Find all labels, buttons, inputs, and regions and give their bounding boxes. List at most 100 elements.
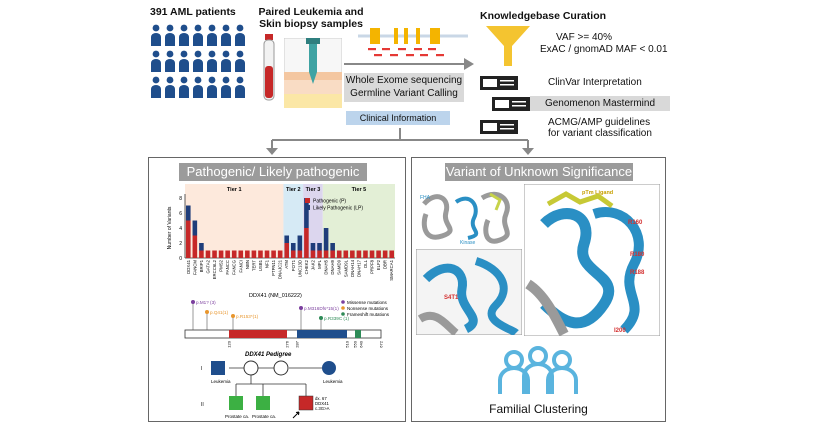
- genomenon-box: Genomenon Mastermind: [530, 96, 670, 111]
- domain-dead-box: [229, 330, 287, 338]
- skin-biopsy-icon: [284, 38, 342, 108]
- x-tick-label: DLL: [363, 259, 368, 267]
- bar-likely-pathogenic: [185, 205, 191, 221]
- person-icon: [208, 76, 216, 84]
- bar-likely-pathogenic: [192, 220, 198, 236]
- proband-gene-label: DDX41: [315, 401, 329, 406]
- person-body: [221, 59, 231, 72]
- x-tick-label: DNAH9: [330, 259, 335, 274]
- person-icon: [222, 76, 230, 84]
- person-body: [235, 59, 245, 72]
- legend-label: Likely Pathogenic (LP): [313, 206, 363, 212]
- fha-label: FHA: [420, 195, 431, 201]
- bar-pathogenic: [356, 250, 362, 258]
- mutation-label: p.R153*(1): [236, 314, 259, 319]
- vaf-filter: VAF >= 40%: [556, 32, 612, 43]
- proband-arrow-icon: [292, 411, 300, 419]
- kinase-label: Kinase: [460, 240, 476, 246]
- pedigree-leukemia-label: Leukemia: [323, 379, 343, 384]
- protein-structure-ligand-site: pTm Ligand R160 R180 R188 I200: [524, 184, 660, 336]
- x-tick-label: DNAH17: [356, 259, 361, 277]
- pedigree-prostate-label: Prostate ca.: [252, 414, 276, 419]
- clinical-info-box: Clinical Information: [346, 111, 450, 125]
- person-icon: [166, 50, 174, 58]
- person-body: [207, 59, 217, 72]
- clinvar-label: ClinVar Interpretation: [548, 77, 642, 88]
- person-icon: [222, 50, 230, 58]
- person-body: [193, 85, 203, 98]
- tier-label: Tier 5: [352, 187, 367, 193]
- bar-pathogenic: [192, 235, 198, 258]
- person-body: [221, 85, 231, 98]
- bar-pathogenic: [310, 250, 316, 258]
- y-tick-label: 4: [179, 226, 182, 232]
- funnel-icon: [486, 26, 530, 66]
- tier-label: Tier 1: [227, 187, 242, 193]
- bar-pathogenic: [245, 250, 250, 258]
- x-tick-label: PMS2: [219, 259, 224, 271]
- bar-pathogenic: [304, 228, 309, 258]
- x-tick-label: DNAJC21: [278, 259, 283, 279]
- person-icon: [152, 24, 160, 32]
- bar-pathogenic: [212, 250, 217, 258]
- person-body: [179, 33, 189, 46]
- bar-pathogenic: [277, 250, 283, 258]
- lollipop-legend-dot: [341, 312, 345, 316]
- proband-variant-label: c.3G>A: [315, 406, 330, 411]
- read-mark: [374, 54, 382, 57]
- bar-pathogenic: [343, 250, 349, 258]
- lollipop-tick-label: 510: [345, 340, 350, 347]
- wes-box: Whole Exome sequencing Germline Variant …: [344, 73, 464, 102]
- generation-label: I: [201, 366, 202, 372]
- bar-pathogenic: [199, 250, 204, 258]
- unaffected-female: [243, 360, 259, 376]
- person-icon: [194, 24, 202, 32]
- bar-pathogenic: [225, 250, 230, 258]
- person-body: [165, 85, 175, 98]
- x-tick-label: SAMD9: [337, 259, 342, 274]
- maf-filter: ExAC / gnomAD MAF < 0.01: [540, 44, 668, 55]
- r180-label: R180: [630, 252, 645, 258]
- mutation-label: p.Q41(1): [210, 310, 229, 315]
- person-icon: [236, 50, 244, 58]
- lollipop-gene-label: DDX41 (NM_016222): [249, 293, 302, 299]
- legend-swatch: [305, 205, 310, 210]
- read-mark: [436, 54, 444, 57]
- pedigree-title: DDX41 Pedigree: [245, 352, 292, 358]
- person-body: [235, 85, 245, 98]
- bar-pathogenic: [389, 250, 395, 258]
- x-tick-label: NBN: [245, 260, 250, 269]
- person-icon: [208, 50, 216, 58]
- person-icon: [166, 24, 174, 32]
- x-tick-label: POT1: [291, 259, 296, 271]
- person-body: [235, 33, 245, 46]
- x-tick-label: DBR: [383, 260, 388, 269]
- person-icon: [194, 50, 202, 58]
- person-body: [207, 85, 217, 98]
- bar-pathogenic: [231, 250, 237, 258]
- lollipop-tick-label: 276: [285, 340, 290, 347]
- legend-swatch: [305, 198, 310, 203]
- bar-likely-pathogenic: [290, 243, 296, 251]
- bar-pathogenic: [258, 250, 263, 258]
- person-body: [221, 33, 231, 46]
- bar-likely-pathogenic: [310, 243, 316, 251]
- lollipop-tick-label: 120: [227, 340, 232, 347]
- person-icon: [166, 76, 174, 84]
- person-icon: [222, 24, 230, 32]
- protein-structure-overview: FHA Kinase: [416, 184, 522, 246]
- prostate-ca-male: [256, 396, 270, 410]
- acmg-doc-icon: [480, 120, 518, 134]
- person-icon: [208, 24, 216, 32]
- read-mark: [414, 48, 422, 51]
- lollipop-head: [205, 310, 209, 314]
- bar-pathogenic: [330, 250, 335, 258]
- bar-pathogenic: [271, 250, 276, 258]
- read-mark: [368, 48, 376, 51]
- bar-pathogenic: [376, 250, 381, 258]
- x-tick-label: USB1: [258, 259, 263, 271]
- bar-pathogenic: [205, 250, 211, 258]
- bar-pathogenic: [350, 250, 355, 258]
- bar-likely-pathogenic: [304, 198, 309, 228]
